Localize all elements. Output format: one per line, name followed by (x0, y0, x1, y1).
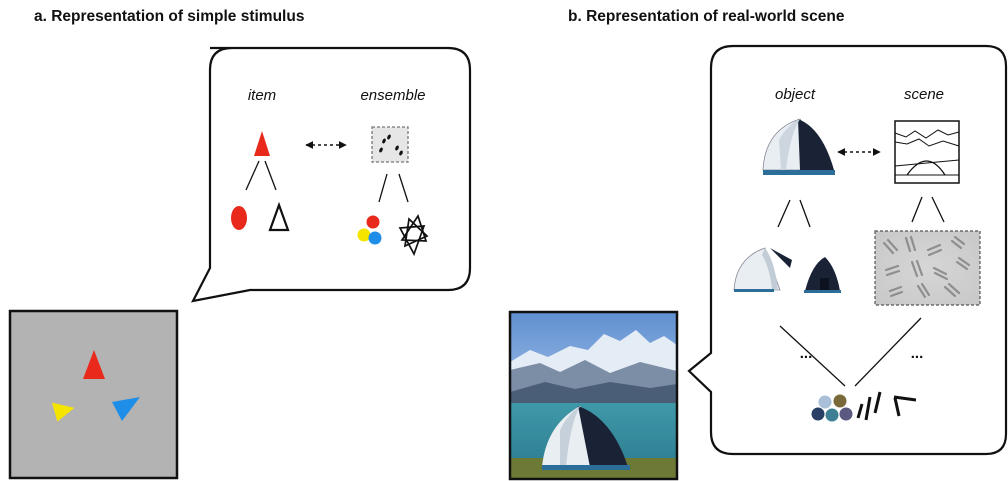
ellipsis-right: ... (911, 345, 924, 362)
stimulus-display-a (8, 309, 179, 480)
item-label: item (248, 87, 276, 104)
overlaid-triangles-icon (398, 214, 429, 257)
tent-part-right-icon (804, 257, 841, 293)
red-triangle-icon (254, 131, 270, 156)
red-ellipse-icon (231, 206, 247, 230)
panel-a-title: a. Representation of simple stimulus (34, 8, 305, 25)
color-features-icon (811, 394, 853, 422)
scene-sketch-icon (894, 120, 960, 184)
object-label: object (775, 86, 816, 103)
thought-bubble-a (190, 46, 472, 303)
scene-label: scene (904, 86, 944, 103)
outline-triangle-icon (268, 201, 290, 232)
ensemble-box-icon (371, 126, 409, 163)
panel-b-title: b. Representation of real-world scene (568, 8, 845, 25)
tent-part-left-icon (733, 247, 792, 292)
orientation-bars-icon (856, 391, 917, 421)
scene-photo (508, 310, 679, 481)
ensemble-label: ensemble (360, 87, 425, 104)
ellipsis-left: ... (800, 345, 813, 362)
gabor-patch-icon (874, 230, 981, 306)
tent-object-icon (762, 118, 835, 175)
color-mix-icon (357, 215, 382, 245)
